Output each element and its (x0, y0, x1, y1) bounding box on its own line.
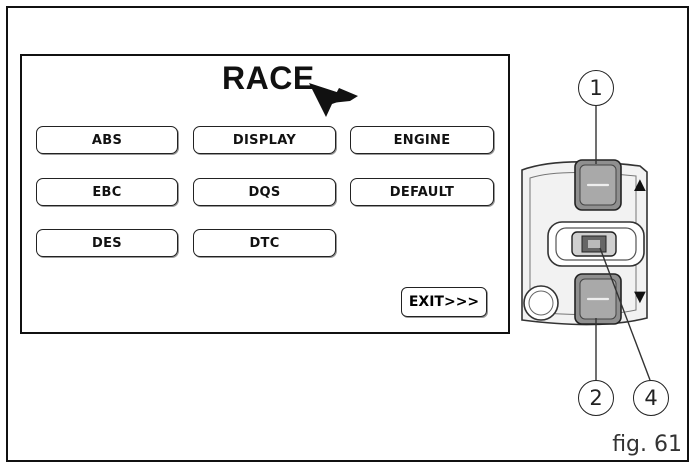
engine-button[interactable]: ENGINE (350, 126, 494, 154)
callout-2: 2 (578, 380, 614, 416)
up-button[interactable] (574, 159, 622, 211)
race-menu-screen: RACE ABS DISPLAY ENGINE EBC DQS DEFAULT … (20, 54, 510, 334)
page-title: RACE (222, 60, 315, 96)
default-button[interactable]: DEFAULT (350, 178, 494, 206)
down-arrow-icon: ▼ (630, 286, 650, 308)
callout-1: 1 (578, 70, 614, 106)
des-button[interactable]: DES (36, 229, 178, 257)
dqs-button[interactable]: DQS (193, 178, 336, 206)
pointer-arrow-icon (309, 83, 358, 117)
up-arrow-icon: ▲ (630, 174, 650, 196)
down-button[interactable] (574, 273, 622, 325)
exit-button[interactable]: EXIT>>> (401, 287, 487, 317)
callout-4: 4 (633, 380, 669, 416)
display-button[interactable]: DISPLAY (193, 126, 336, 154)
figure-label: fig. 61 (612, 432, 682, 457)
abs-button[interactable]: ABS (36, 126, 178, 154)
center-joystick-button[interactable] (547, 221, 645, 267)
dtc-button[interactable]: DTC (193, 229, 336, 257)
callout-leaders (595, 106, 651, 381)
ebc-button[interactable]: EBC (36, 178, 178, 206)
